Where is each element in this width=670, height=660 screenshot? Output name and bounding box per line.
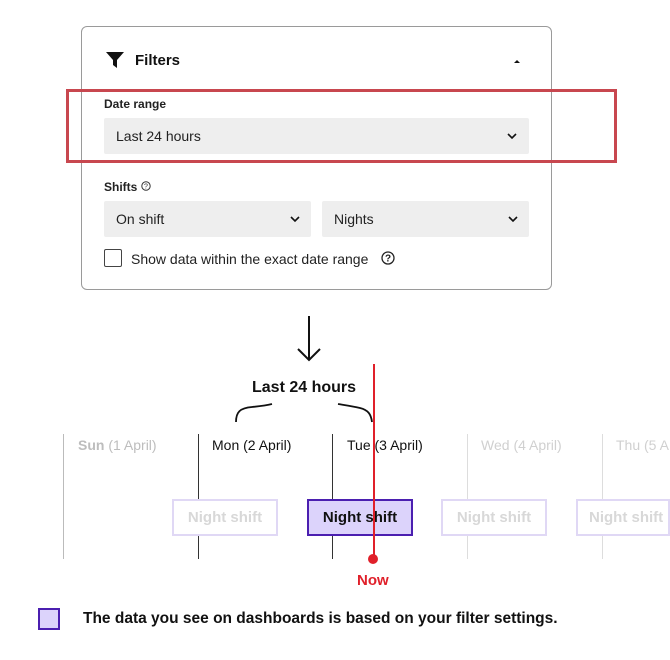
day-label-thu: Thu (5 A (616, 437, 669, 453)
shifts-label: Shifts (104, 180, 138, 194)
exact-range-label: Show data within the exact date range (131, 251, 369, 267)
shift-select[interactable]: On shift (104, 201, 311, 237)
now-dot (368, 554, 378, 564)
shift-value: On shift (116, 211, 165, 227)
shift-type-value: Nights (334, 211, 374, 227)
chevron-down-icon (508, 216, 518, 223)
help-icon[interactable]: ? (381, 251, 395, 265)
filters-title: Filters (135, 52, 181, 69)
svg-text:?: ? (385, 254, 391, 265)
date-range-value: Last 24 hours (116, 128, 201, 144)
filters-panel (81, 26, 552, 290)
day-label-mon: Mon (2 April) (212, 437, 292, 453)
chevron-down-icon (290, 216, 300, 223)
help-icon[interactable]: ? (141, 181, 151, 191)
range-label: Last 24 hours (252, 379, 357, 396)
date-range-label: Date range (104, 97, 167, 111)
night-shift-block-active: Night shift (307, 499, 413, 536)
day-separator (198, 434, 199, 559)
night-shift-block: Night shift (576, 499, 670, 536)
day-label-tue: Tue (3 April) (347, 437, 423, 453)
night-shift-block: Night shift (441, 499, 547, 536)
day-label-wed: Wed (4 April) (481, 437, 562, 453)
exact-range-checkbox[interactable] (104, 249, 122, 267)
day-label-sun: Sun (1 April) (78, 437, 157, 453)
shift-type-select[interactable]: Nights (322, 201, 529, 237)
day-separator (602, 434, 603, 559)
chevron-down-icon (507, 133, 517, 140)
collapse-icon[interactable] (512, 57, 522, 65)
left-brace-icon (235, 403, 273, 423)
night-shift-block: Night shift (172, 499, 278, 536)
arrow-down-icon (297, 316, 321, 362)
now-line (373, 364, 375, 560)
date-range-highlight (66, 89, 617, 163)
day-separator (63, 434, 64, 559)
legend-text: The data you see on dashboards is based … (83, 610, 558, 627)
day-separator (467, 434, 468, 559)
right-brace-icon (337, 403, 373, 423)
date-range-select[interactable]: Last 24 hours (104, 118, 529, 154)
legend-swatch (38, 608, 60, 630)
now-label: Now (357, 572, 389, 589)
day-separator (332, 434, 333, 559)
filter-icon (106, 52, 124, 68)
svg-text:?: ? (144, 184, 148, 191)
